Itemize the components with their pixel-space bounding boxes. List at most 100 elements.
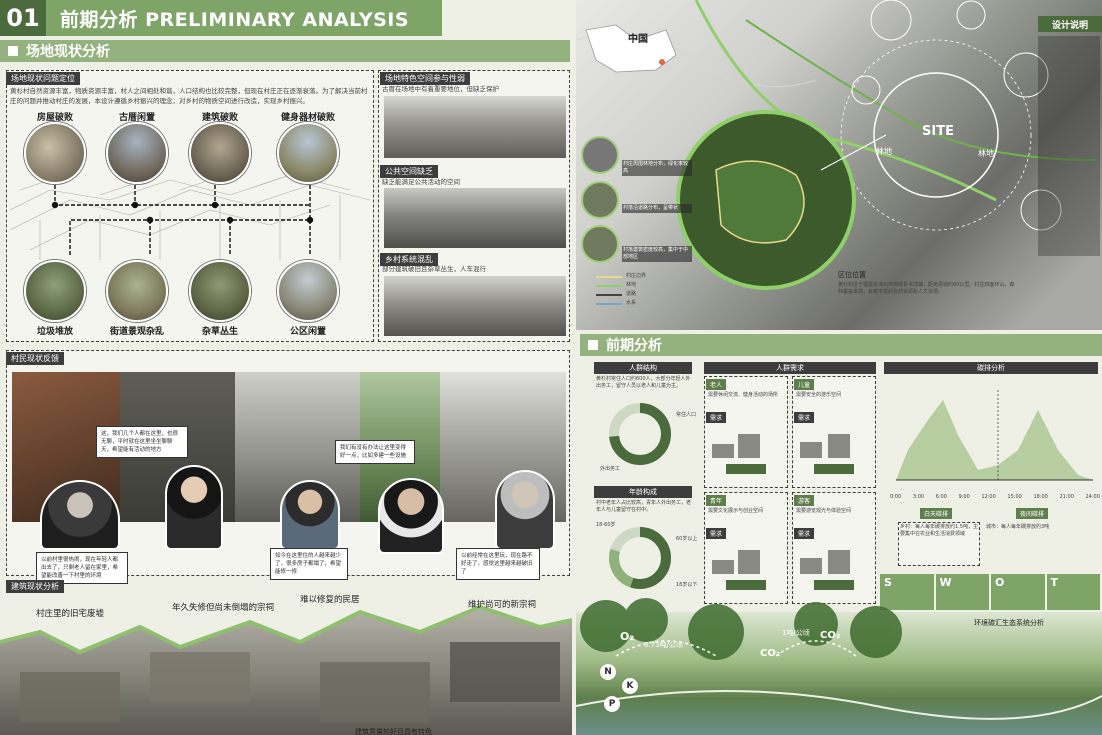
villager-portrait-5 — [495, 470, 555, 550]
china-label: 中国 — [628, 34, 648, 45]
carbon-sink-value-2: 1吨/公顷 — [782, 629, 810, 637]
needs-icons-top — [712, 434, 854, 474]
nutrient-k: K — [622, 678, 638, 694]
section-bar-site-status: 场地现状分析 — [0, 40, 570, 62]
panel-tag-site-problems: 场地现状问题定位 — [6, 72, 80, 85]
panel-tag-feature-space: 场地特色空间参与性弱 — [380, 72, 470, 85]
age-desc: 村中老年人占比较高，青年人外出务工，老年人与儿童留守在村中。 — [596, 500, 692, 513]
needs-card-4 — [792, 492, 876, 604]
panel-tag-street: 乡村系统混乱 — [380, 253, 438, 266]
section-title-site-status: 场地现状分析 — [26, 44, 110, 60]
swot-t: T — [1046, 574, 1100, 610]
needs-group-desc-3: 需要文化展示与创业空间 — [708, 508, 764, 514]
photo-street-system — [384, 276, 566, 336]
axis-tick: 21:00 — [1059, 494, 1074, 500]
square-icon — [8, 46, 18, 56]
legend-item-1: 村庄边界 — [626, 273, 647, 279]
design-note-text — [1038, 36, 1100, 256]
building-label-1: 村庄里的旧宅废墟 — [36, 609, 105, 619]
axis-tick: 12:00 — [981, 494, 996, 500]
needs-subtag-3: 需求 — [706, 528, 727, 539]
feature-space-desc: 古厝在场地中有着重要地位，但缺乏保护 — [382, 85, 499, 93]
swot-s: S — [880, 574, 934, 610]
villager-quote-5: 以前经常在这里玩，现在路不好走了，感觉这里越来越破旧了 — [456, 548, 540, 580]
location-desc: 黄杉村位于福建省漳州市南靖县书洋镇，距离县城约60公里。村庄四面环山，森林覆盖率… — [838, 282, 1015, 295]
needs-group-desc-2: 需要安全的游乐空间 — [796, 392, 842, 398]
needs-group-tag-2: 儿童 — [794, 379, 815, 390]
eco-title: 环境碳汇生态系统分析 — [974, 619, 1044, 627]
problem-label-1: 房屋破败 — [36, 113, 73, 123]
population-pct-2: 外出务工 — [600, 466, 621, 472]
population-desc: 黄杉村常住人口约600人，大部分年轻人外出务工，留守人员以老人和儿童为主。 — [596, 376, 691, 389]
problem-label-8: 公区闲置 — [289, 327, 326, 337]
building-label-4: 维护尚可的新宗祠 — [468, 600, 537, 610]
carbon-axis: 0:00 3:00 6:00 9:00 12:00 15:00 18:00 21… — [890, 494, 1100, 501]
age-pct-2: 60岁以上 — [676, 536, 698, 542]
problem-label-7: 杂草丛生 — [201, 327, 238, 337]
o2-label: O₂ — [620, 630, 635, 643]
axis-tick: 9:00 — [958, 494, 970, 500]
needs-group-tag-1: 老人 — [706, 379, 727, 390]
axis-tick: 0:00 — [890, 494, 902, 500]
square-icon — [588, 340, 598, 350]
age-pct-3: 18岁以下 — [676, 582, 698, 588]
axis-tick: 18:00 — [1033, 494, 1048, 500]
design-note-tag: 设计说明 — [1038, 16, 1102, 32]
age-pct-1: 18-60岁 — [596, 522, 616, 528]
photo-weeds — [189, 260, 251, 322]
nutrient-p: P — [604, 696, 620, 712]
needs-group-tag-3: 青年 — [706, 495, 727, 506]
forest-label-2: 林地 — [978, 149, 994, 158]
needs-group-tag-4: 游客 — [794, 495, 815, 506]
axis-tick: 24:00 — [1085, 494, 1100, 500]
building-label-2: 年久失修但尚未倒塌的宗祠 — [172, 603, 275, 613]
legend-item-4: 水系 — [626, 300, 637, 306]
carbon-header: 碳排分析 — [884, 362, 1098, 374]
section-title-pre-analysis: 前期分析 — [606, 338, 662, 354]
eco-overlay — [576, 598, 1102, 720]
carbon-note-1: 乡村：每人每年碳排放约1.5吨，主要集中在农业和生活消费领域 — [900, 524, 978, 537]
swot-row: S W O T — [880, 574, 1100, 610]
needs-subtag-4: 需求 — [794, 528, 815, 539]
photo-garbage — [24, 260, 86, 322]
site-problems-desc: 黄杉村自然资源丰富，物质资源丰富，村人之间相处和谐，人口结构也比较完整，但现在村… — [10, 87, 368, 105]
legend-item-3: 道路 — [626, 291, 637, 297]
photo-feature-space — [384, 96, 566, 158]
problem-label-4: 健身器材破败 — [280, 113, 335, 123]
needs-icons-bottom — [712, 550, 854, 590]
needs-subtag-1: 需求 — [706, 412, 727, 423]
nutrient-n: N — [600, 664, 616, 680]
population-donut — [609, 403, 671, 465]
photo-building-ruin — [189, 122, 251, 184]
panel-tag-buildings: 建筑现状分析 — [6, 580, 64, 593]
building-label-5: 建筑质量较好且具有特色 — [355, 728, 432, 735]
legend-item-2: 林地 — [626, 282, 637, 288]
needs-subtag-2: 需求 — [794, 412, 815, 423]
photo-public-area — [277, 260, 339, 322]
population-pct-1: 常住人口 — [676, 412, 697, 418]
villager-portrait-4 — [378, 478, 444, 554]
population-header: 人群结构 — [594, 362, 692, 374]
building-label-3: 难以修复的民居 — [300, 595, 360, 605]
zoom-label-2: 村落沿道路分布，呈带状 — [622, 204, 692, 213]
carbon-note-2: 城市：每人每年碳排放约3吨 — [986, 524, 1050, 530]
photo-fitness-equipment — [277, 122, 339, 184]
axis-tick: 15:00 — [1007, 494, 1022, 500]
co2-label-a: CO₂ — [760, 648, 781, 659]
villager-quote-2: 这，我们几个人都在这里，也很无聊，平时就在这里坐坐聊聊天，希望能有活动的地方 — [96, 426, 188, 458]
site-sketch — [10, 164, 370, 260]
carbon-legend-night: 夜间碳排 — [1016, 508, 1049, 519]
carbon-chart — [896, 390, 1093, 481]
section-bar-pre-analysis: 前期分析 — [580, 334, 1102, 356]
forest-label-1: 林地 — [876, 147, 892, 156]
swot-o: O — [991, 574, 1045, 610]
axis-tick: 6:00 — [935, 494, 947, 500]
villager-quote-4: 我们有没有办法让这里变得好一点，比如多建一些设施 — [335, 440, 415, 464]
map-overlays — [576, 0, 1097, 290]
problem-label-6: 街道景观杂乱 — [109, 327, 164, 337]
villager-portrait-2 — [165, 465, 223, 550]
problem-label-3: 建筑破败 — [201, 113, 238, 123]
public-desc: 缺乏能满足公共活动的空间 — [382, 178, 460, 186]
page-title: 前期分析 PRELIMINARY ANALYSIS — [46, 0, 442, 36]
